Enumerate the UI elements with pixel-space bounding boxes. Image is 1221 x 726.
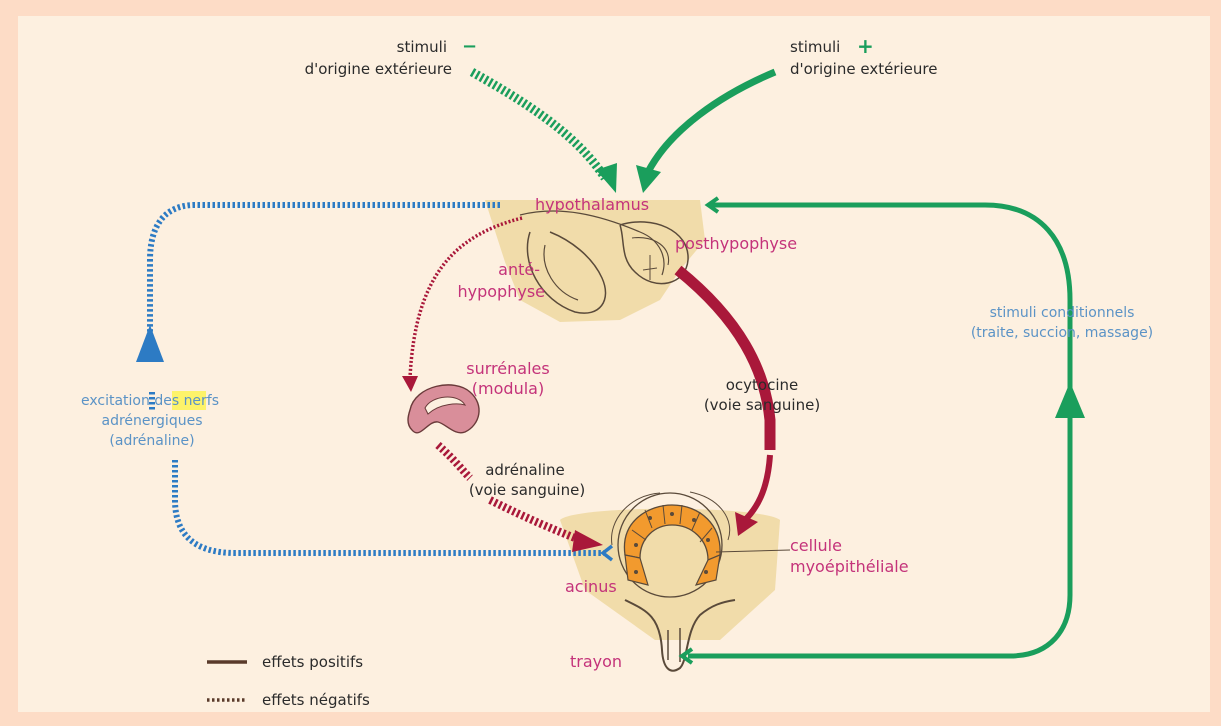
adrenergic-nerve-loop xyxy=(150,205,500,360)
stimuli-negative-line2: d'origine extérieure xyxy=(305,60,452,78)
excitation-des: des xyxy=(154,393,179,409)
negative-stimuli-arrow xyxy=(472,72,605,178)
excitation-line2: adrénergiques xyxy=(102,413,203,429)
excitation-nerfs: nerfs xyxy=(184,393,219,409)
positive-stimuli-arrowhead xyxy=(636,165,661,193)
adrenergic-arrowhead xyxy=(136,325,164,362)
cellule-line2: myoépithéliale xyxy=(790,557,909,576)
stimuli-positive-line1: stimuli xyxy=(790,38,840,56)
ocytocine-line1: ocytocine xyxy=(726,376,799,394)
legend-positive-label: effets positifs xyxy=(262,653,363,671)
excitation-line3: (adrénaline) xyxy=(109,433,194,449)
conditional-stimuli-arrowhead xyxy=(1055,382,1085,418)
stimuli-conditionnels-line1: stimuli conditionnels xyxy=(990,305,1135,321)
trayon-label: trayon xyxy=(570,652,622,671)
adrenaline-line1: adrénaline xyxy=(485,461,565,479)
negative-sign-icon: − xyxy=(462,36,477,57)
surrenales-line1: surrénales xyxy=(466,359,549,378)
adrenaline-line2: (voie sanguine) xyxy=(469,481,585,499)
positive-stimuli-arrow xyxy=(648,72,775,172)
legend-negative-label: effets négatifs xyxy=(262,691,370,709)
stimuli-conditionnels-line2: (traite, succion, massage) xyxy=(971,325,1153,341)
hypothalamus-to-adrenal-arrowhead xyxy=(402,376,418,392)
excitation-line1: excitation des nerfs xyxy=(81,393,219,409)
adrenal-gland xyxy=(408,385,479,433)
ocytocine-line2: (voie sanguine) xyxy=(704,396,820,414)
hypothalamus-label: hypothalamus xyxy=(535,195,649,214)
antehypophyse-line2: hypophyse xyxy=(458,282,546,301)
oxytocin-arrow xyxy=(678,270,770,450)
surrenales-line2: (modula) xyxy=(472,379,544,398)
excitation-word: excitation xyxy=(81,393,150,409)
positive-sign-icon: + xyxy=(857,34,874,58)
stimuli-positive-line2: d'origine extérieure xyxy=(790,60,937,78)
oxytocin-arrow-lower xyxy=(745,455,770,520)
acinus-label: acinus xyxy=(565,577,617,596)
stimuli-negative-line1: stimuli xyxy=(397,38,447,56)
posthypophyse-label: posthypophyse xyxy=(675,234,797,253)
antehypophyse-line1: anté- xyxy=(498,260,540,279)
cellule-line1: cellule xyxy=(790,536,842,555)
negative-stimuli-arrowhead xyxy=(596,163,617,193)
